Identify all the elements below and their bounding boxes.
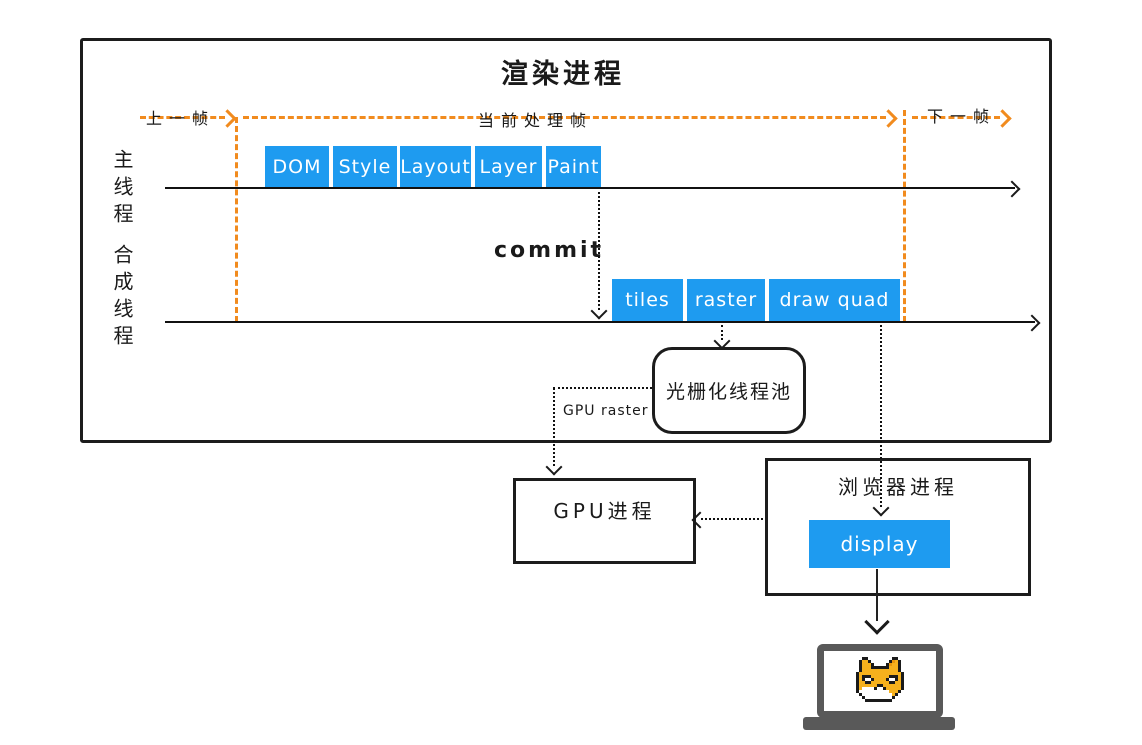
gpu-raster-arrow-icon	[545, 458, 563, 476]
browser-process-label: 浏览器进程	[838, 475, 958, 499]
frame-boundary-line-right	[903, 110, 906, 322]
gpu-raster-line-v	[553, 388, 555, 466]
stage-raster: raster	[687, 279, 765, 321]
drawquad-to-display-line	[880, 325, 882, 507]
next-frame-label: 下一帧	[927, 107, 997, 126]
laptop-base	[803, 717, 955, 730]
render-process-title: 渲染进程	[501, 59, 625, 90]
next-frame-dash-line	[912, 116, 1000, 119]
doge-icon	[856, 656, 904, 706]
compositor-thread-line	[165, 321, 1035, 323]
stage-layout: Layout	[400, 146, 471, 187]
display-box: display	[809, 520, 950, 568]
stage-draw-quad: draw quad	[769, 279, 900, 321]
commit-label: commit	[494, 238, 605, 263]
display-to-laptop-line	[876, 569, 878, 621]
current-frame-label: 当前处理帧	[478, 111, 594, 130]
stage-style: Style	[333, 146, 397, 187]
stage-paint: Paint	[546, 146, 601, 187]
browser-to-gpu-line	[701, 518, 763, 520]
display-to-laptop-arrow-icon	[864, 609, 890, 635]
current-frame-dash-line	[243, 116, 886, 119]
raster-pool-label: 光栅化线程池	[665, 381, 792, 403]
main-thread-label: 主线程	[110, 149, 134, 230]
commit-arrow-line	[598, 192, 600, 310]
gpu-raster-label: GPU raster	[563, 403, 649, 419]
render-process-box	[80, 38, 1052, 443]
frame-boundary-line-left	[235, 117, 238, 322]
stage-tiles: tiles	[612, 279, 683, 321]
raster-pool-box: 光栅化线程池	[652, 347, 806, 434]
prev-frame-dash-line	[140, 116, 225, 119]
stage-layer: Layer	[475, 146, 542, 187]
stage-dom: DOM	[265, 146, 329, 187]
prev-frame-label: 上一帧	[146, 109, 216, 128]
laptop-screen	[817, 644, 943, 718]
raster-to-pool-line	[721, 325, 723, 340]
main-thread-line	[165, 187, 1015, 189]
gpu-process-box: GPU进程	[513, 478, 696, 564]
gpu-raster-line-h	[553, 387, 652, 389]
gpu-process-label: GPU进程	[553, 499, 656, 523]
compositor-thread-label: 合成线程	[110, 244, 134, 352]
